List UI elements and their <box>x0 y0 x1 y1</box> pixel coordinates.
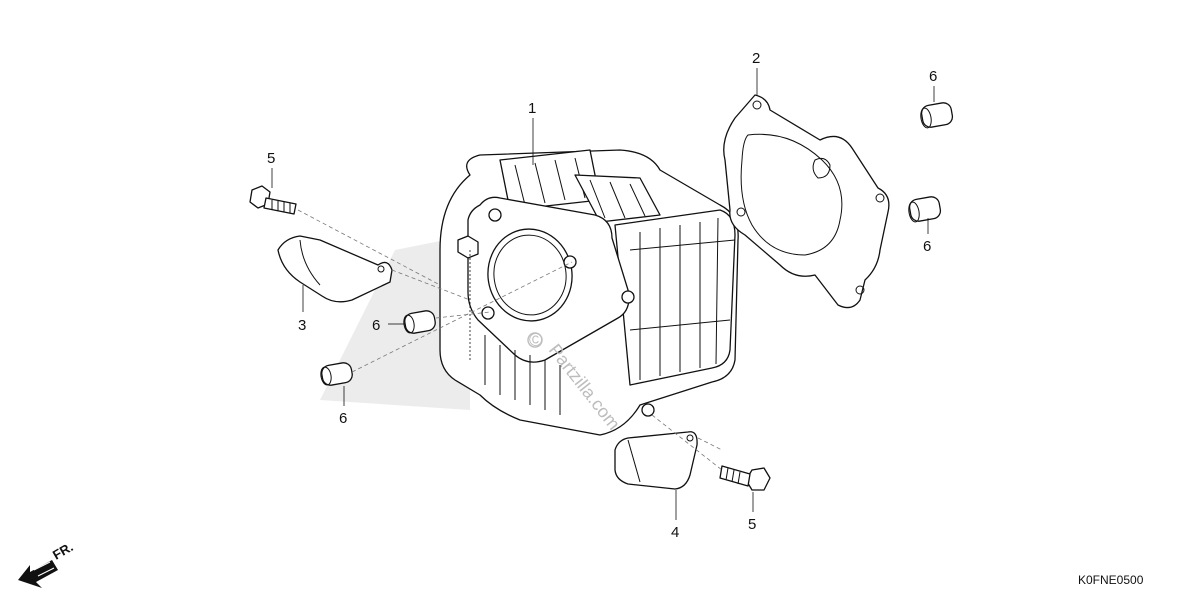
bolt-upper-left <box>249 185 297 215</box>
cylinder-gasket <box>723 94 890 309</box>
dowel-pin-b <box>908 196 942 223</box>
dowel-pin-a <box>920 102 954 129</box>
watermark-symbol: © <box>529 330 542 350</box>
bolt-lower-right <box>719 465 771 491</box>
callout-5-lower: 5 <box>748 516 756 533</box>
callout-4: 4 <box>671 524 679 541</box>
cylinder-shadow <box>320 235 470 410</box>
cover-right <box>614 431 698 490</box>
dowel-pin-d <box>320 362 353 386</box>
alignment-lines <box>297 209 723 471</box>
cylinder <box>439 149 739 436</box>
front-direction-label: FR. <box>50 539 76 562</box>
diagram-code: K0FNE0500 <box>1078 573 1144 587</box>
callout-5-upper: 5 <box>267 150 275 167</box>
cover-left <box>277 235 393 303</box>
dowel-pin-c <box>403 310 436 334</box>
callout-6-top-right: 6 <box>929 68 937 85</box>
front-direction-arrow-icon <box>18 560 58 588</box>
callout-2: 2 <box>752 50 760 67</box>
callout-1: 1 <box>528 100 536 117</box>
leader-lines <box>271 68 935 520</box>
callout-3: 3 <box>298 317 306 334</box>
callout-6-mid-right: 6 <box>923 238 931 255</box>
callout-6-left-lower: 6 <box>339 410 347 427</box>
callout-6-left-upper: 6 <box>372 317 380 334</box>
